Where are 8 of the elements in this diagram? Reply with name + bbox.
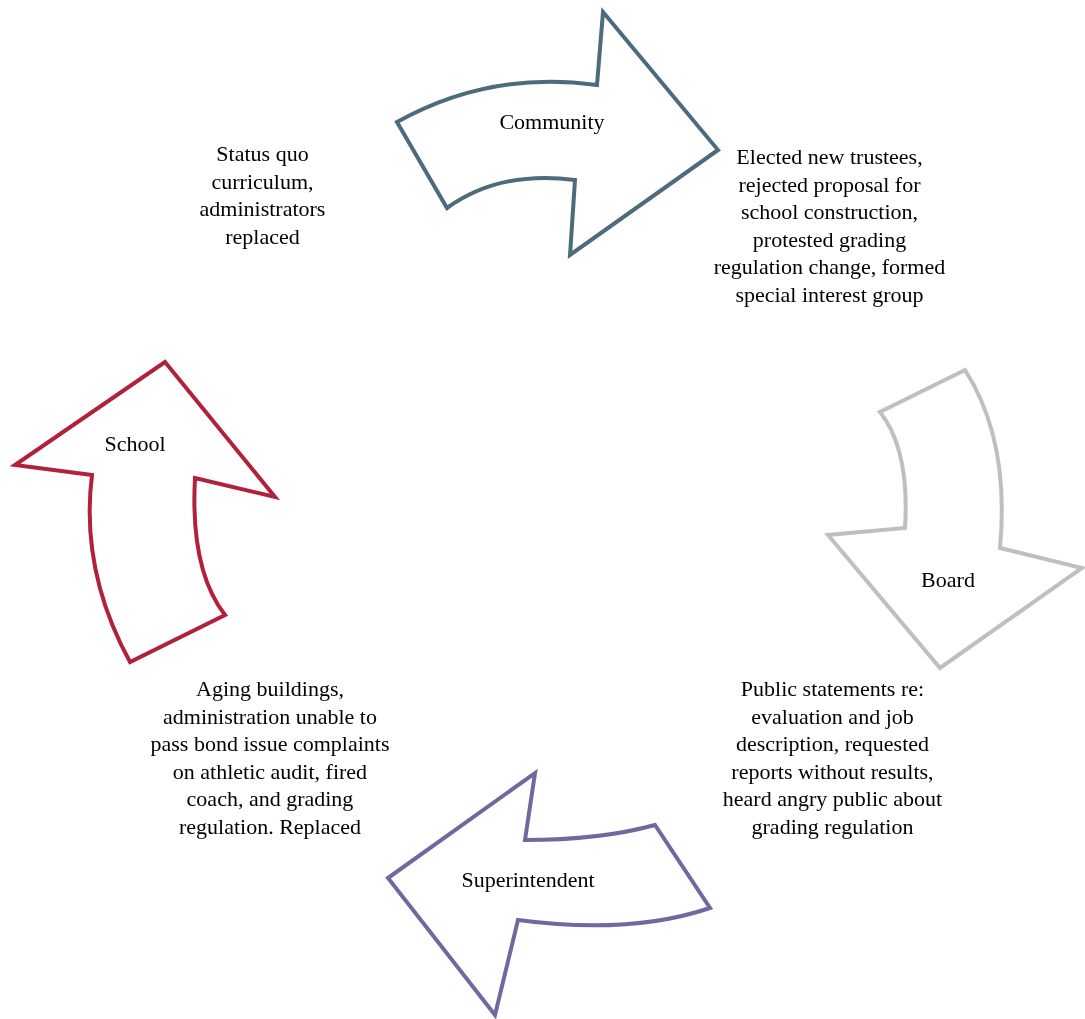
arrow-label: Community — [499, 108, 605, 136]
arrow-label: Board — [921, 566, 975, 594]
description-text: Aging buildings, administration unable to pass bond issue complaints on athletic audit, fired coach, and grading regulation. Replaced — [150, 675, 390, 840]
description-text: Public statements re: evaluation and job description, requested reports without results, heard angry public about grading regulation — [721, 675, 944, 840]
arrow-label: Superintendent — [461, 866, 595, 894]
arrow-label: School — [104, 430, 166, 458]
description-text: Elected new trustees, rejected proposal for school construction, protested grading regulation change, formed special interest group — [712, 143, 947, 308]
description-text: Status quo curriculum, administrators replaced — [198, 140, 327, 250]
